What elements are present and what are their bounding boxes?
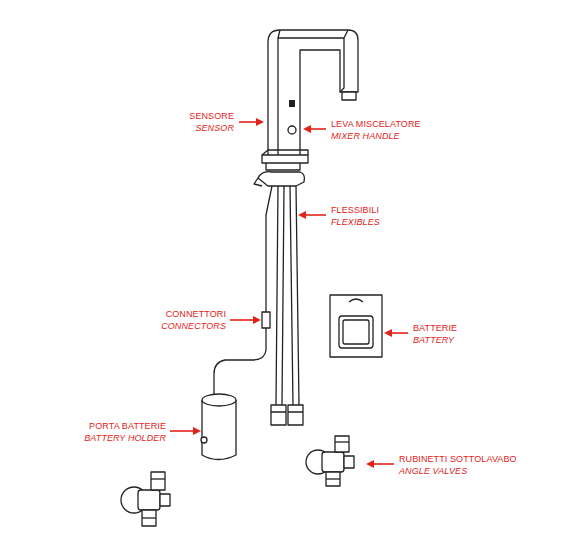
part-name-english: BATTERY HOLDER	[84, 433, 166, 444]
part-name-italian: LEVA MISCELATORE	[331, 119, 421, 130]
part-name-italian: RUBINETTI SOTTOLAVABO	[399, 454, 517, 465]
part-name-english: FLEXIBLES	[331, 217, 380, 228]
part-name-italian: FLESSIBILI	[331, 205, 379, 216]
part-name-english: ANGLE VALVES	[399, 466, 467, 477]
leader-arrows	[170, 122, 408, 464]
part-name-english: MIXER HANDLE	[331, 131, 400, 142]
battery-pack	[330, 295, 382, 357]
faucet	[254, 30, 358, 186]
part-name-english: CONNECTORS	[161, 321, 226, 332]
flexibles	[271, 186, 303, 425]
part-name-english: BATTERY	[413, 335, 454, 346]
angle-valve	[121, 472, 170, 526]
part-name-italian: SENSORE	[189, 111, 234, 122]
sensor-cable	[214, 186, 272, 395]
part-name-italian: PORTA BATTERIE	[89, 421, 166, 432]
part-name-english: SENSOR	[195, 123, 234, 134]
part-name-italian: CONNETTORI	[166, 309, 226, 320]
part-name-italian: BATTERIE	[413, 323, 457, 334]
angle-valve	[306, 436, 354, 486]
battery-holder	[201, 394, 236, 460]
